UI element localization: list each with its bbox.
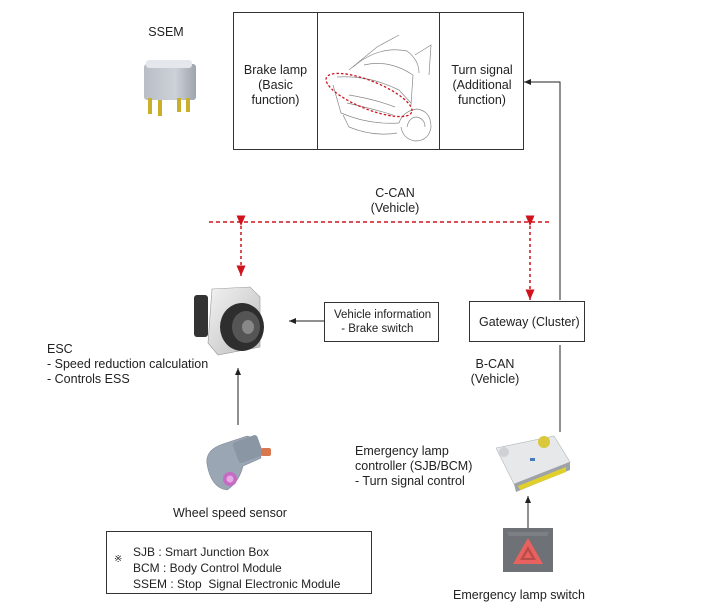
turn-signal-line: Turn signal <box>451 63 513 77</box>
panel-divider <box>439 13 440 149</box>
turn-signal-label: Turn signal (Additional function) <box>440 63 524 108</box>
controller-line: controller (SJB/BCM) <box>355 459 473 473</box>
c-can-title: C-CAN <box>375 186 415 200</box>
b-can-label: B-CAN (Vehicle) <box>465 357 525 387</box>
wheel-speed-sensor-label: Wheel speed sensor <box>173 506 287 520</box>
esc-title: ESC <box>47 342 73 356</box>
emergency-lamp-switch-label: Emergency lamp switch <box>453 588 585 602</box>
c-can-subtitle: (Vehicle) <box>370 201 420 215</box>
legend-entry: BCM : Body Control Module <box>133 561 282 575</box>
legend-entry: SSEM : Stop Signal Electronic Module <box>133 577 341 591</box>
b-can-title: B-CAN <box>475 357 515 371</box>
gateway-label: Gateway (Cluster) <box>479 315 580 329</box>
c-can-label: C-CAN (Vehicle) <box>355 186 435 216</box>
car-rear-illustration <box>325 34 432 142</box>
b-can-subtitle: (Vehicle) <box>470 372 520 386</box>
esc-description: ESC - Speed reduction calculation - Cont… <box>47 342 208 387</box>
hazard-switch-icon[interactable] <box>503 528 553 572</box>
wheel-speed-sensor-icon <box>206 435 271 491</box>
brake-lamp-line: function) <box>251 93 300 107</box>
brake-lamp-line: Brake lamp <box>243 63 308 77</box>
esc-module-icon <box>194 286 264 356</box>
gateway-cluster-box: Gateway (Cluster) <box>469 301 585 342</box>
gateway-to-turn-signal-arrow <box>524 79 561 300</box>
panel-divider <box>317 13 318 149</box>
vehicle-info-title: Vehicle information <box>334 309 432 321</box>
turn-signal-line: function) <box>458 93 506 107</box>
emergency-controller-description: Emergency lamp controller (SJB/BCM) - Tu… <box>355 444 472 489</box>
turn-signal-line: (Additional <box>452 78 512 92</box>
legend-entries: SJB : Smart Junction Box BCM : Body Cont… <box>133 544 340 592</box>
controller-line: - Turn signal control <box>355 474 465 488</box>
ssem-label: SSEM <box>148 25 184 39</box>
controller-line: Emergency lamp <box>355 444 449 458</box>
lamp-function-panel: Brake lamp (Basic function) Turn signal … <box>233 12 524 150</box>
esc-item: - Speed reduction calculation <box>47 357 209 371</box>
legend-entry: SJB : Smart Junction Box <box>133 545 270 559</box>
vehicle-info-item: - Brake switch <box>338 323 414 335</box>
brake-lamp-label: Brake lamp (Basic function) <box>234 63 317 108</box>
sjb-bcm-module-icon <box>495 435 571 492</box>
abbreviation-legend: ※ SJB : Smart Junction Box BCM : Body Co… <box>106 531 372 594</box>
brake-lamp-line: (Basic <box>258 78 293 92</box>
reference-mark-icon: ※ <box>114 554 123 565</box>
vehicle-information-box: Vehicle information - Brake switch <box>324 302 439 342</box>
esc-item: - Controls ESS <box>47 372 130 386</box>
ssem-relay-icon <box>144 60 196 116</box>
